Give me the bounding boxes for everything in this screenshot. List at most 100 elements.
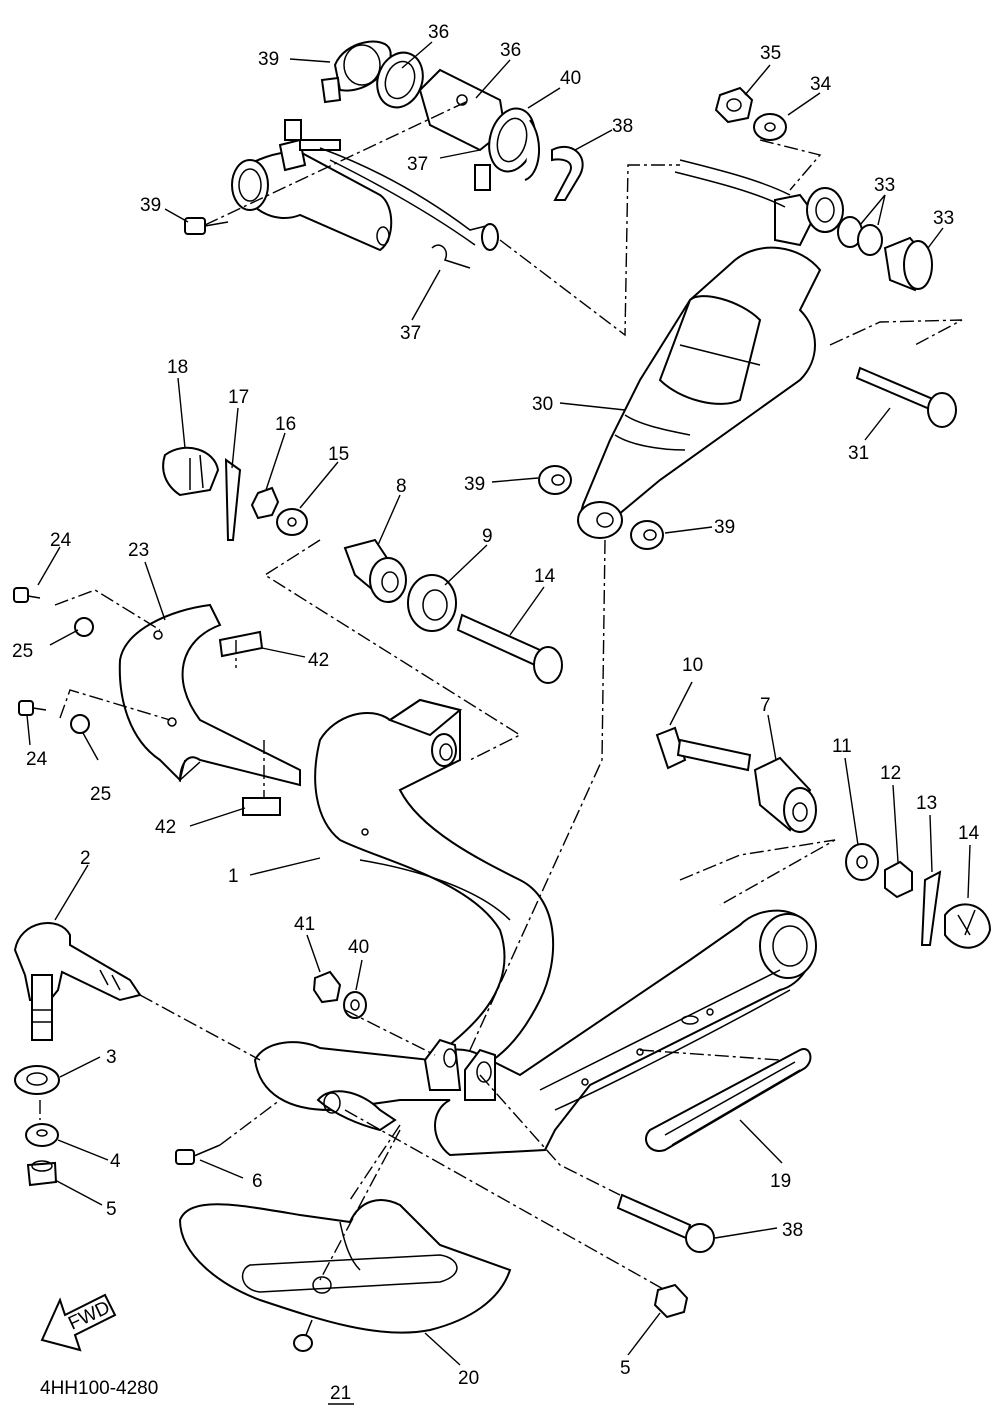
- callout-23: 23: [128, 540, 149, 561]
- callout-38: 38: [782, 1220, 803, 1241]
- callout-24a: 24: [50, 530, 72, 551]
- nut-41: [312, 970, 342, 1004]
- nut-31: [714, 86, 754, 124]
- screw-22: [293, 1319, 313, 1352]
- callout-39b: 39: [714, 517, 735, 538]
- washer-11: [845, 843, 879, 881]
- callout-37: 37: [400, 323, 421, 344]
- nut-5-left: [26, 1160, 58, 1187]
- callout-5b: 5: [620, 1358, 631, 1379]
- bolt-10: [655, 726, 752, 772]
- callout-11: 11: [832, 736, 852, 757]
- callout-18: 17: [228, 387, 249, 408]
- callout-24b: 24: [26, 749, 48, 770]
- collar-39-top: [538, 465, 572, 495]
- callout-42a: 42: [308, 650, 329, 671]
- washer-4: [25, 1123, 59, 1147]
- cotter-pin-13: [920, 870, 942, 946]
- callout-labels: 39 36 36 40 37 38 35 34 33 33 39 37 30 3…: [12, 22, 980, 1405]
- callout-21: 20: [458, 1368, 479, 1389]
- bolt-27: [855, 366, 957, 428]
- cap-14: [944, 903, 992, 949]
- callout-34: 38: [612, 116, 633, 137]
- collar-39-bottom: [630, 520, 664, 550]
- washer-16: [276, 508, 308, 536]
- callout-16: 15: [328, 444, 349, 465]
- nut-12: [884, 860, 913, 899]
- cover-23: [118, 603, 301, 787]
- seal-9: [407, 574, 457, 632]
- collar-25-bottom: [70, 714, 90, 734]
- callout-4: 4: [110, 1151, 121, 1172]
- callout-13: 13: [916, 793, 937, 814]
- reservoir-assembly: [231, 119, 499, 252]
- callout-19: 18: [167, 357, 188, 378]
- bolt-35: [184, 217, 229, 235]
- pivot-shaft-15: [456, 613, 563, 684]
- washer-30: [753, 113, 787, 141]
- chain-guard-20: [645, 1048, 812, 1152]
- callout-6: 6: [252, 1171, 263, 1192]
- callout-15: 14: [534, 566, 556, 587]
- callout-39a: 39: [464, 474, 485, 495]
- callout-26: 30: [532, 394, 553, 415]
- callout-22: 21: [330, 1383, 351, 1404]
- callout-32: 36: [500, 40, 521, 61]
- callout-30: 34: [810, 74, 832, 95]
- fwd-arrow: FWD: [40, 1293, 117, 1352]
- clip-34: [551, 145, 584, 201]
- callout-14: 14: [958, 823, 980, 844]
- clip-37: [431, 244, 471, 269]
- nut-17: [250, 486, 280, 520]
- screw-24-bottom: [18, 700, 47, 716]
- callout-12: 12: [880, 763, 901, 784]
- callout-40: 40: [348, 937, 369, 958]
- bolt-38: [616, 1193, 715, 1253]
- callout-33a: 36: [428, 22, 449, 43]
- callout-27: 31: [848, 443, 869, 464]
- document-code: 4HH100-4280: [40, 1378, 159, 1399]
- callout-25a: 25: [12, 641, 33, 662]
- relay-arm-1: [314, 698, 555, 1082]
- orings-29: [837, 216, 883, 256]
- callout-20: 19: [770, 1171, 791, 1192]
- rubber-42-top: [218, 630, 264, 658]
- callout-2: 2: [80, 848, 91, 869]
- callout-25b: 25: [90, 784, 111, 805]
- callout-36a: 39: [258, 49, 279, 70]
- screw-24-top: [13, 587, 41, 603]
- callout-35: 39: [140, 195, 161, 216]
- callout-10: 10: [682, 655, 703, 676]
- bushing-7: [753, 756, 817, 833]
- callout-5a: 5: [106, 1199, 117, 1220]
- callout-17: 16: [275, 414, 296, 435]
- callout-7: 7: [760, 695, 771, 716]
- cap-19: [162, 446, 220, 497]
- bushing-8: [343, 538, 407, 603]
- bolt-6: [175, 1144, 221, 1165]
- washer-40: [343, 991, 367, 1019]
- bracket-32: [418, 68, 541, 191]
- callout-36b: 40: [560, 68, 581, 89]
- callout-8: 8: [396, 476, 407, 497]
- callout-31: 35: [760, 43, 781, 64]
- callout-9: 9: [482, 526, 493, 547]
- callout-33b: 37: [407, 154, 428, 175]
- nut-5-right: [653, 1283, 689, 1319]
- connecting-rod-2: [13, 922, 142, 1041]
- hose-26: [674, 159, 791, 208]
- collar-28: [883, 236, 933, 292]
- leader-lines: [26, 41, 971, 1366]
- shock-absorber-26: [577, 187, 844, 539]
- callout-41: 41: [294, 914, 315, 935]
- ring-33-top: [376, 51, 424, 109]
- assembly-lines: [39, 99, 963, 1291]
- cover-21: [178, 1199, 512, 1334]
- callout-28: 33: [933, 208, 954, 229]
- callout-29: 33: [874, 175, 895, 196]
- collar-25-top: [74, 617, 94, 637]
- callout-42b: 42: [155, 817, 176, 838]
- cotter-pin-18: [224, 458, 242, 541]
- washer-3: [14, 1065, 60, 1095]
